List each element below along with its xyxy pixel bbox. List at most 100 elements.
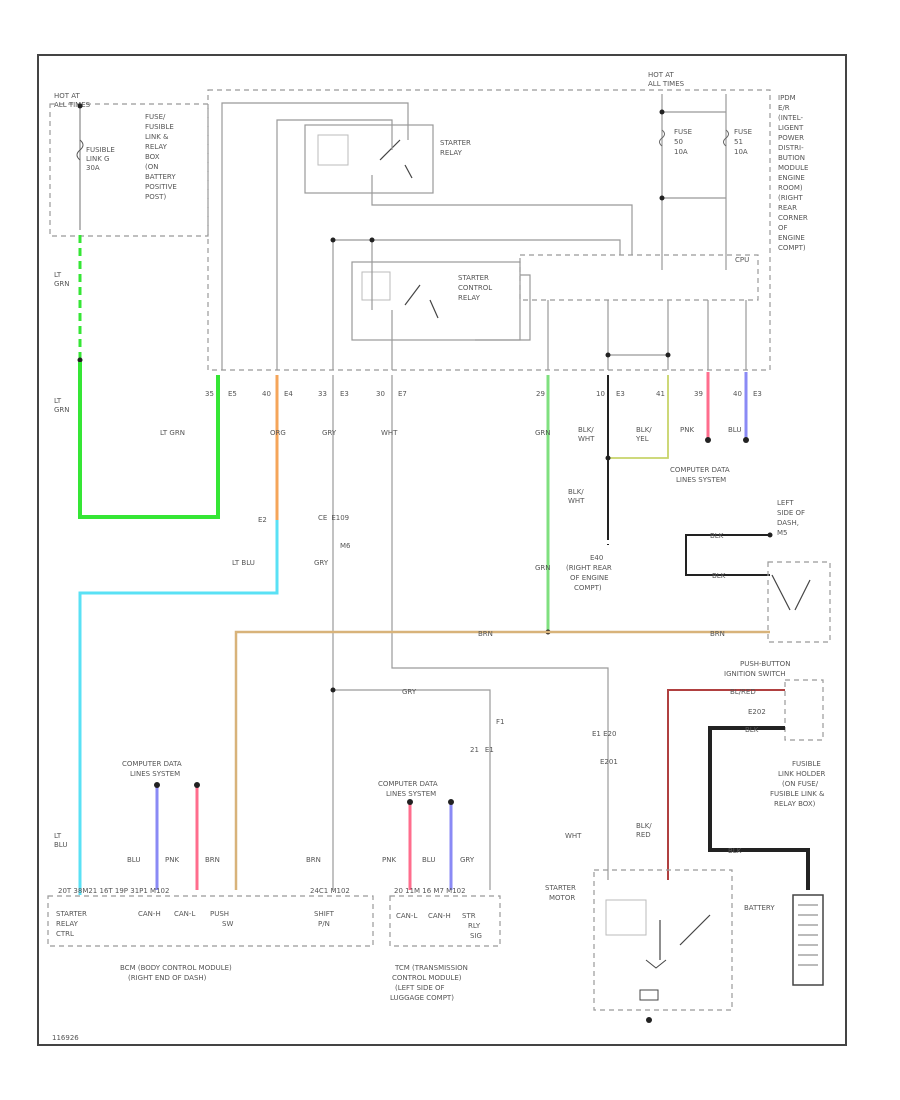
svg-text:PNK: PNK: [382, 856, 396, 864]
label-pnk: PNK: [680, 426, 694, 434]
label-grn: GRN: [535, 429, 551, 437]
svg-text:29: 29: [536, 390, 545, 398]
svg-text:SW: SW: [222, 920, 233, 928]
label-blu: BLU: [728, 426, 741, 434]
label-blk-wht-ground: BLK/WHT: [568, 488, 585, 505]
label-blk-red: BLK/RED: [636, 822, 652, 839]
label-gry: GRY: [322, 429, 337, 437]
svg-text:BLU: BLU: [422, 856, 435, 864]
connector-e2: E2: [258, 516, 267, 524]
label-blk-d: BLK: [728, 847, 742, 855]
diagram-id: 116926: [52, 1034, 79, 1042]
label-gry-c: GRY: [402, 688, 417, 696]
battery: BATTERY: [744, 894, 824, 986]
svg-text:CAN-L: CAN-L: [174, 910, 195, 918]
wire-gry-tcm: [333, 689, 491, 890]
label-blk-yel: BLK/YEL: [635, 426, 652, 443]
wire-lt-blu: [78, 520, 279, 895]
label-lt-grn-wire: LT GRN: [160, 429, 185, 437]
svg-text:40: 40: [733, 390, 742, 398]
svg-text:E3: E3: [616, 390, 625, 398]
ipdm-internal-wiring: [221, 102, 747, 370]
wire-lt-grn-solid: [78, 362, 220, 519]
svg-text:20T 38M21 16T 19P 31P1 M1: 20T 38M21 16T 19P 31P1 M102: [58, 887, 169, 895]
label-grn-b: GRN: [535, 564, 551, 572]
svg-text:BRN: BRN: [205, 856, 220, 864]
label-lt-blu: LT BLU: [232, 559, 255, 567]
svg-text:STR: STR: [462, 912, 476, 920]
svg-text:RLY: RLY: [468, 922, 481, 930]
svg-text:E4: E4: [284, 390, 293, 398]
ipdm-pin-labels: 35 E5 40 E4 33 E3 30 E7 29 10 E3 41 39 4…: [205, 390, 762, 398]
label-ipdm: IPDM E/R (INTEL- LIGENT POWER DISTRI- BU…: [778, 94, 811, 252]
svg-text:E7: E7: [398, 390, 407, 398]
tcm-module: 20 11M 16 M7 M102 CAN-L CAN-H STR RLY SI…: [389, 887, 501, 1002]
label-blk-c: BLK: [745, 726, 759, 734]
label-brn-b: BRN: [710, 630, 725, 638]
svg-text:GRY: GRY: [460, 856, 475, 864]
label-fusible-link-holder: FUSIBLE LINK HOLDER (ON FUSE/ FUSIBLE LI…: [770, 760, 828, 808]
svg-text:E3: E3: [340, 390, 349, 398]
diagram-frame: [37, 54, 847, 1046]
label-org: ORG: [270, 429, 286, 437]
label-bl-red: BL/RED: [730, 688, 756, 696]
svg-text:BATTERY: BATTERY: [744, 904, 775, 912]
svg-text:41: 41: [656, 390, 665, 398]
ipdm-box: [207, 89, 771, 371]
wire-brn-horizontal: [234, 630, 770, 890]
svg-text:39: 39: [694, 390, 703, 398]
wire-blk-battery: [708, 726, 810, 890]
label-gry-b: GRY: [314, 559, 329, 567]
svg-text:CPU: CPU: [735, 256, 749, 264]
svg-text:CAN-H: CAN-H: [138, 910, 161, 918]
wire-wht: [391, 375, 609, 880]
svg-text:BRN: BRN: [306, 856, 321, 864]
label-e202: E202: [748, 708, 766, 716]
svg-text:CAN-L: CAN-L: [396, 912, 417, 920]
svg-text:BLK: BLK: [710, 532, 724, 540]
svg-text:E5: E5: [228, 390, 237, 398]
label-wht-b: WHT: [565, 832, 582, 840]
label-wht: WHT: [381, 429, 398, 437]
svg-text:30: 30: [376, 390, 385, 398]
label-e40: E40 (RIGHT REAR OF ENGINE COMPT): [566, 554, 614, 592]
label-brn-a: BRN: [478, 630, 493, 638]
svg-text:PUSH: PUSH: [210, 910, 229, 918]
svg-text:PNK: PNK: [165, 856, 179, 864]
svg-text:BCM (BODY CONTROL MODULE)(RIGH: BCM (BODY CONTROL MODULE)(RIGHT END OF D…: [120, 964, 232, 982]
svg-text:35: 35: [205, 390, 214, 398]
svg-text:FUSE/ FUSIBLE LINK: FUSE/ FUSIBLE LINK & RELAY BOX (ON BATTE…: [145, 113, 179, 201]
label-f1: F1: [496, 718, 504, 726]
svg-text:BLK: BLK: [712, 572, 726, 580]
svg-text:33: 33: [318, 390, 327, 398]
svg-text:10: 10: [596, 390, 605, 398]
wire-bl-red: [667, 689, 785, 880]
svg-text:SIG: SIG: [470, 932, 482, 940]
svg-text:40: 40: [262, 390, 271, 398]
